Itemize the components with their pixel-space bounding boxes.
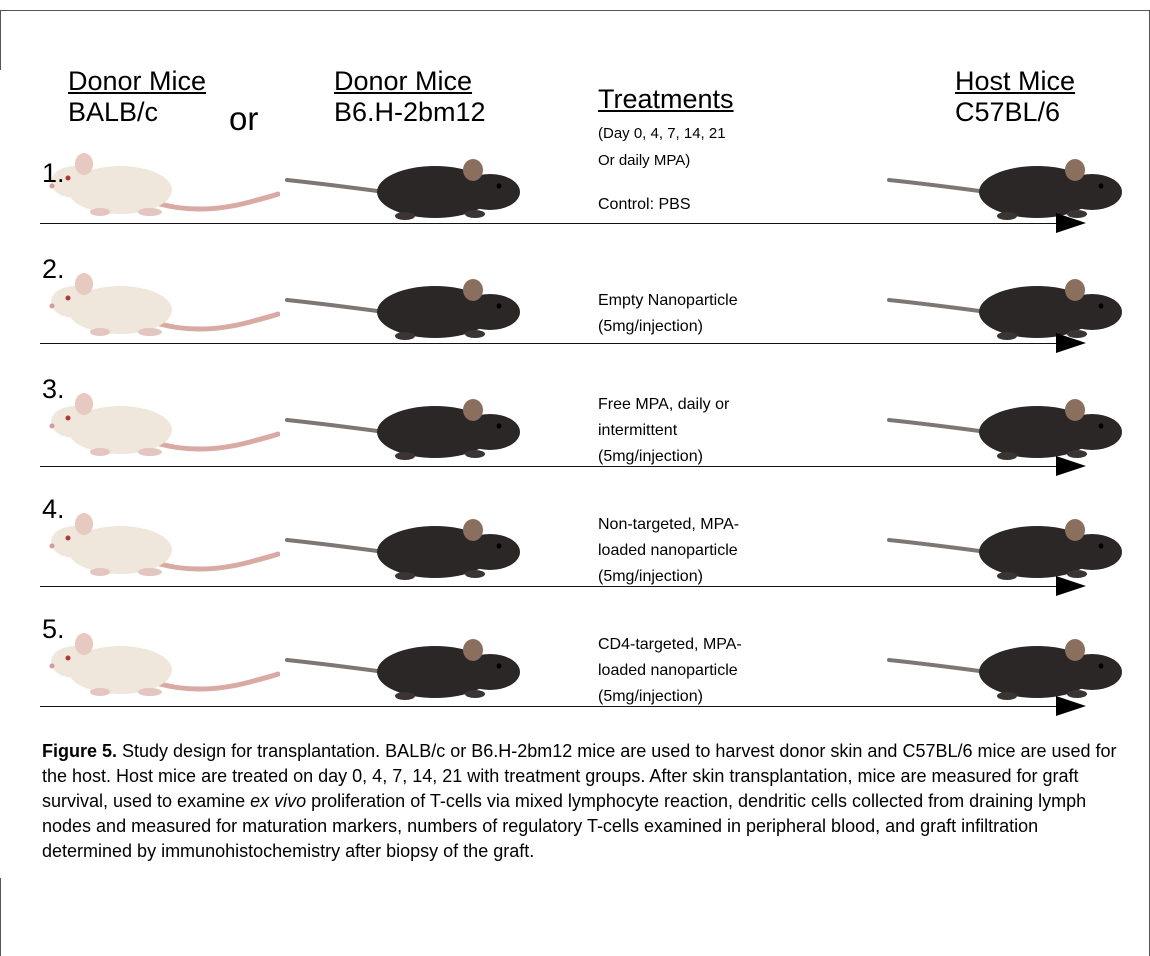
b6-bm12-mouse bbox=[285, 144, 535, 229]
treatment-line: Non-targeted, MPA- bbox=[598, 512, 739, 538]
caption-italic: ex vivo bbox=[250, 791, 306, 811]
row-number: 2. bbox=[42, 254, 65, 285]
white-mouse-icon bbox=[40, 502, 280, 582]
row-number: 5. bbox=[42, 614, 65, 645]
donor2-title: Donor Mice bbox=[334, 66, 486, 97]
white-mouse-icon bbox=[40, 142, 280, 222]
treatment-line: Control: PBS bbox=[598, 192, 690, 218]
treatment-line: Free MPA, daily or bbox=[598, 392, 729, 418]
c57bl6-mouse bbox=[887, 624, 1137, 709]
treatment-text: Free MPA, daily orintermittent(5mg/injec… bbox=[598, 392, 729, 470]
treatment-row: 2.Empty Nanoparticle(5mg/injection) bbox=[0, 268, 1150, 378]
treatment-line: intermittent bbox=[598, 418, 729, 444]
treatment-text: Empty Nanoparticle(5mg/injection) bbox=[598, 288, 738, 340]
c57bl6-mouse bbox=[887, 264, 1137, 349]
treatment-line: loaded nanoparticle bbox=[598, 538, 739, 564]
treatments-title: Treatments bbox=[598, 84, 734, 115]
black-mouse-icon bbox=[887, 624, 1137, 704]
row-number: 4. bbox=[42, 494, 65, 525]
treatments-schedule-line1: (Day 0, 4, 7, 14, 21 bbox=[598, 120, 726, 147]
balbc-mouse bbox=[40, 142, 280, 227]
treatment-text: Control: PBS bbox=[598, 192, 690, 218]
arrowhead-icon bbox=[1056, 696, 1086, 716]
black-mouse-icon bbox=[285, 264, 535, 344]
c57bl6-mouse bbox=[887, 384, 1137, 469]
donor2-header: Donor Mice B6.H-2bm12 bbox=[334, 66, 486, 128]
row-number: 1. bbox=[42, 158, 65, 189]
black-mouse-icon bbox=[887, 504, 1137, 584]
treatments-header: Treatments bbox=[598, 84, 734, 115]
black-mouse-icon bbox=[285, 144, 535, 224]
donor1-title: Donor Mice bbox=[68, 66, 206, 97]
balbc-mouse bbox=[40, 382, 280, 467]
b6-bm12-mouse bbox=[285, 384, 535, 469]
timeline-line bbox=[40, 223, 1060, 224]
treatment-line: Empty Nanoparticle bbox=[598, 288, 738, 314]
black-mouse-icon bbox=[887, 144, 1137, 224]
black-mouse-icon bbox=[285, 624, 535, 704]
treatment-line: loaded nanoparticle bbox=[598, 658, 742, 684]
arrowhead-icon bbox=[1056, 333, 1086, 353]
timeline-line bbox=[40, 343, 1060, 344]
figure-caption: Figure 5. Study design for transplantati… bbox=[42, 739, 1122, 864]
treatment-line: (5mg/injection) bbox=[598, 314, 738, 340]
treatment-row: 1. Control: PBS bbox=[0, 148, 1150, 258]
black-mouse-icon bbox=[887, 384, 1137, 464]
treatment-row: 5.CD4-targeted, MPA-loaded nanoparticle(… bbox=[0, 628, 1150, 738]
c57bl6-mouse bbox=[887, 144, 1137, 229]
treatment-text: Non-targeted, MPA-loaded nanoparticle(5m… bbox=[598, 512, 739, 590]
caption-label: Figure 5. bbox=[42, 741, 117, 761]
donor1-strain: BALB/c bbox=[68, 97, 206, 128]
white-mouse-icon bbox=[40, 262, 280, 342]
treatment-line: CD4-targeted, MPA- bbox=[598, 632, 742, 658]
black-mouse-icon bbox=[285, 384, 535, 464]
white-mouse-icon bbox=[40, 622, 280, 702]
treatment-row: 3.Free MPA, daily orintermittent(5mg/inj… bbox=[0, 388, 1150, 498]
white-mouse-icon bbox=[40, 382, 280, 462]
balbc-mouse bbox=[40, 262, 280, 347]
b6-bm12-mouse bbox=[285, 504, 535, 589]
b6-bm12-mouse bbox=[285, 624, 535, 709]
donor2-strain: B6.H-2bm12 bbox=[334, 97, 486, 128]
figure-frame-top bbox=[0, 10, 1150, 11]
host-header: Host Mice C57BL/6 bbox=[955, 66, 1075, 128]
arrowhead-icon bbox=[1056, 213, 1086, 233]
black-mouse-icon bbox=[285, 504, 535, 584]
timeline-line bbox=[40, 706, 1060, 707]
c57bl6-mouse bbox=[887, 504, 1137, 589]
host-strain: C57BL/6 bbox=[955, 97, 1075, 128]
or-label: or bbox=[229, 100, 258, 138]
arrowhead-icon bbox=[1056, 576, 1086, 596]
timeline-line bbox=[40, 466, 1060, 467]
figure-frame-left bbox=[0, 10, 1, 70]
donor1-header: Donor Mice BALB/c bbox=[68, 66, 206, 128]
treatment-row: 4.Non-targeted, MPA-loaded nanoparticle(… bbox=[0, 508, 1150, 618]
timeline-line bbox=[40, 586, 1060, 587]
black-mouse-icon bbox=[887, 264, 1137, 344]
treatment-text: CD4-targeted, MPA-loaded nanoparticle(5m… bbox=[598, 632, 742, 710]
arrowhead-icon bbox=[1056, 456, 1086, 476]
balbc-mouse bbox=[40, 502, 280, 587]
b6-bm12-mouse bbox=[285, 264, 535, 349]
balbc-mouse bbox=[40, 622, 280, 707]
row-number: 3. bbox=[42, 374, 65, 405]
figure-frame-left-bottom bbox=[0, 878, 1, 956]
host-title: Host Mice bbox=[955, 66, 1075, 97]
